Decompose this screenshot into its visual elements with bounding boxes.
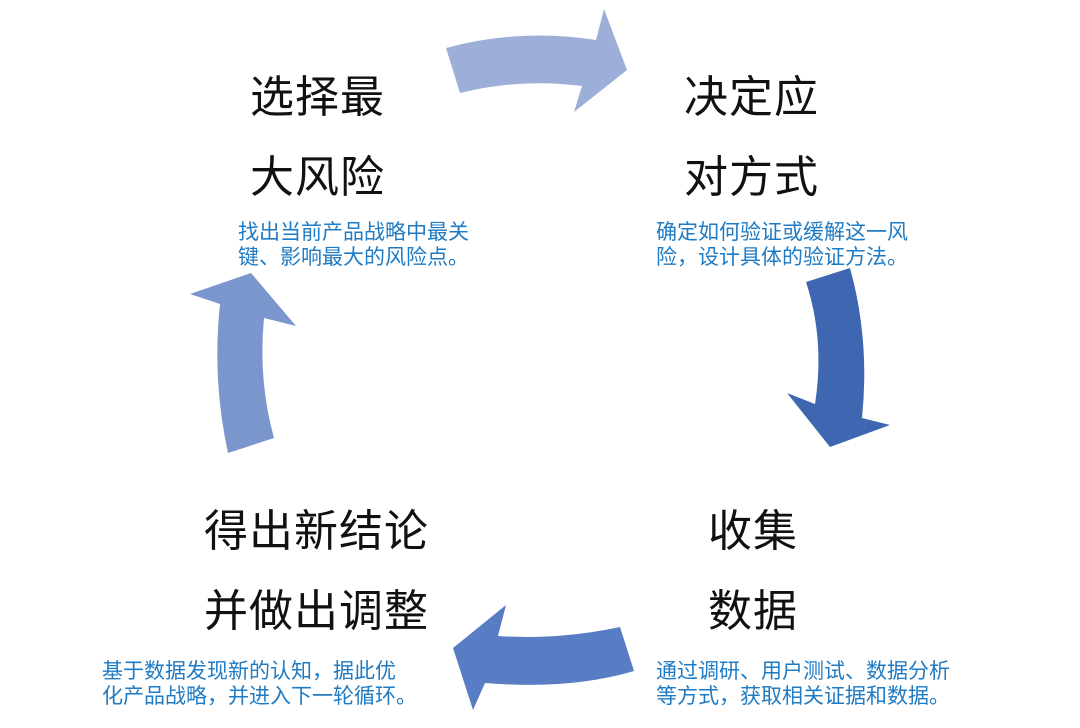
step-3-desc-line-2: 等方式，获取相关证据和数据。 <box>656 684 950 708</box>
step-4-title-line-2: 并做出调整 <box>204 586 429 637</box>
step-4-desc-line-1: 基于数据发现新的认知，据此优 <box>102 659 396 683</box>
step-4-desc-line-2: 化产品战略，并进入下一轮循环。 <box>102 684 417 708</box>
step-3-title: 收集 数据 <box>708 492 798 652</box>
step-2-desc-line-2: 险，设计具体的验证方法。 <box>656 245 908 269</box>
arrow-left-icon <box>453 605 634 710</box>
step-1-description: 找出当前产品战略中最关 键、影响最大的风险点。 <box>238 220 469 270</box>
arrow-top-right-icon <box>446 9 627 112</box>
step-2-title-line-1: 决定应 <box>684 72 819 123</box>
step-2-title: 决定应 对方式 <box>684 58 819 218</box>
step-1-desc-line-1: 找出当前产品战略中最关 <box>238 220 469 244</box>
step-2-desc-line-1: 确定如何验证或缓解这一风 <box>656 220 908 244</box>
step-3-title-line-1: 收集 <box>708 506 798 557</box>
step-3-desc-line-1: 通过调研、用户测试、数据分析 <box>656 659 950 683</box>
step-1-title-line-2: 大风险 <box>250 152 385 203</box>
step-3-title-line-2: 数据 <box>708 586 798 637</box>
step-4-title-line-1: 得出新结论 <box>204 506 429 557</box>
step-2-description: 确定如何验证或缓解这一风 险，设计具体的验证方法。 <box>656 220 908 270</box>
step-1-title: 选择最 大风险 <box>250 58 385 218</box>
step-4-title: 得出新结论 并做出调整 <box>204 492 429 652</box>
arrow-down-icon <box>787 268 890 447</box>
step-1-desc-line-2: 键、影响最大的风险点。 <box>238 245 469 269</box>
step-1-title-line-1: 选择最 <box>250 72 385 123</box>
arrow-up-icon <box>190 273 296 453</box>
step-2-title-line-2: 对方式 <box>684 152 819 203</box>
step-3-description: 通过调研、用户测试、数据分析 等方式，获取相关证据和数据。 <box>656 659 950 709</box>
step-4-description: 基于数据发现新的认知，据此优 化产品战略，并进入下一轮循环。 <box>102 659 417 709</box>
